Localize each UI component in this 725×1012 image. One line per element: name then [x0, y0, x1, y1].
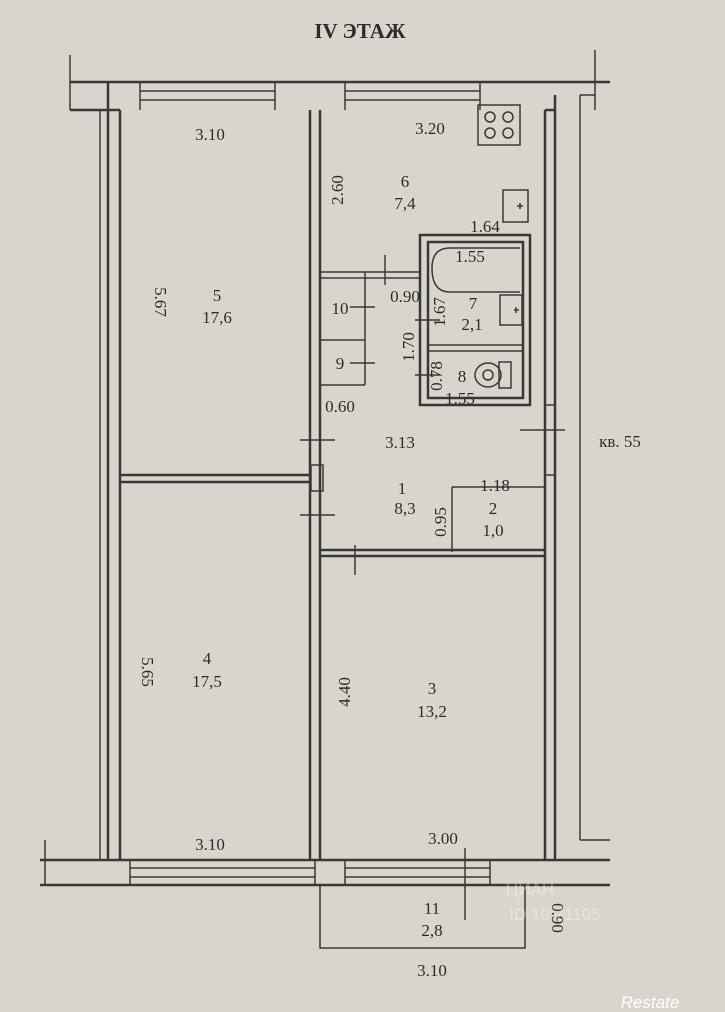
- room-10-number: 10: [332, 299, 349, 318]
- dim: 0.95: [431, 507, 450, 537]
- room-7-number: 7: [469, 294, 478, 313]
- dim: 3.13: [385, 433, 415, 452]
- room-11-area: 2,8: [421, 921, 442, 940]
- dim: 0.78: [427, 361, 446, 391]
- dim: 3.10: [195, 835, 225, 854]
- dim: 1.64: [470, 217, 500, 236]
- dim: 5.67: [151, 287, 170, 317]
- toilet-icon: [474, 361, 512, 389]
- room-4-area: 17,5: [192, 672, 222, 691]
- dimension-labels: 3.10 3.20 2.60 1.64 1.55 0.90 5.67 1.67 …: [138, 119, 567, 980]
- cian-watermark: ЦИАН ID 10 71105: [506, 880, 601, 924]
- dim: 2.60: [328, 175, 347, 205]
- dim: 1.67: [430, 297, 449, 327]
- room-3-area: 13,2: [417, 702, 447, 721]
- dim: 3.00: [428, 829, 458, 848]
- room-3-number: 3: [428, 679, 437, 698]
- dim: 1.55: [445, 389, 475, 408]
- apartment-label: кв. 55: [599, 432, 641, 451]
- room-1-number: 1: [398, 479, 407, 498]
- dim: 0.60: [325, 397, 355, 416]
- dim: 0.90: [390, 287, 420, 306]
- walls: [40, 50, 610, 949]
- room-9-number: 9: [336, 354, 345, 373]
- fixtures: [431, 104, 529, 389]
- dim: 0.90: [548, 903, 567, 933]
- room-6-area: 7,4: [394, 194, 416, 213]
- dim: 5.65: [138, 657, 157, 687]
- bathtub-icon: [431, 247, 520, 293]
- room-2-number: 2: [489, 499, 498, 518]
- bath-sink-icon: [499, 294, 523, 326]
- restate-logo: Restate: [621, 993, 680, 1012]
- svg-text:ЦИАН: ЦИАН: [506, 880, 554, 899]
- dim: 1.55: [455, 247, 485, 266]
- dim: 1.18: [480, 476, 510, 495]
- floor-title: IV ЭТАЖ: [314, 19, 406, 43]
- dim: 1.70: [399, 332, 418, 362]
- room-1-area: 8,3: [394, 499, 415, 518]
- room-11-number: 11: [424, 899, 440, 918]
- room-7-area: 2,1: [461, 315, 482, 334]
- room-5-area: 17,6: [202, 308, 232, 327]
- room-8-number: 8: [458, 367, 467, 386]
- stove-icon: [477, 104, 521, 146]
- svg-text:Restate: Restate: [621, 993, 680, 1012]
- room-4-number: 4: [203, 649, 212, 668]
- kitchen-sink-icon: [502, 189, 529, 223]
- room-labels: 18,3 21,0 313,2 417,5 517,6 67,4 72,1 8 …: [192, 172, 504, 940]
- dim: 3.10: [195, 125, 225, 144]
- room-6-number: 6: [401, 172, 410, 191]
- windows: [129, 82, 491, 885]
- dim: 3.10: [417, 961, 447, 980]
- room-5-number: 5: [213, 286, 222, 305]
- room-2-area: 1,0: [482, 521, 503, 540]
- dim: 3.20: [415, 119, 445, 138]
- svg-text:ID 10 71105: ID 10 71105: [509, 905, 600, 924]
- dim: 4.40: [335, 677, 354, 707]
